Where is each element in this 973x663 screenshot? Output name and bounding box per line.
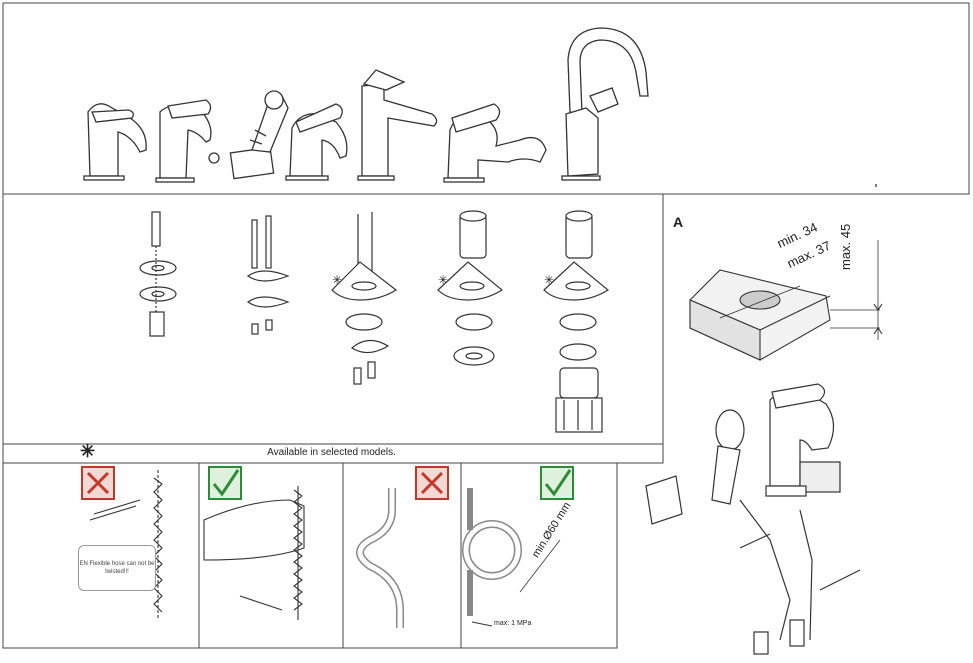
countertop-detail: [689, 240, 883, 361]
wrong-mark-twist: [81, 466, 115, 500]
parts-set-single-rod: [139, 211, 177, 337]
detail-label-a: A: [673, 214, 684, 230]
hose-panel-hand: [203, 466, 305, 620]
asterisk-marker: ✳: [80, 441, 96, 461]
faucet-pull-out: [443, 103, 547, 183]
hose-panel-bend-wrong: [356, 466, 449, 628]
dimension-max-45: max. 45: [838, 223, 853, 270]
hose-panel-bend-right: [462, 466, 574, 627]
parts-set-double-rod: [246, 215, 290, 335]
installed-faucet-drawing: [645, 383, 861, 655]
svg-text:✳: ✳: [438, 273, 448, 287]
availability-note: Available in selected models.: [267, 447, 396, 458]
faucet-bidet: [155, 99, 220, 183]
hose-panel-twist: [81, 466, 163, 620]
svg-text:✳: ✳: [332, 273, 342, 287]
pressure-label: max: 1 MPa: [494, 620, 532, 627]
parts-set-flange-rods: ✳: [331, 212, 398, 385]
parts-assemblies: ✳ ✳ ✳: [139, 210, 610, 433]
twist-warning-bubble: EN Flexible hose can not be twisted!!!: [78, 545, 156, 591]
faucet-lineup: [83, 27, 877, 187]
svg-text:✳: ✳: [544, 273, 554, 287]
frame-top-panel: [2, 2, 970, 195]
parts-set-flange-body: ✳: [437, 210, 504, 366]
faucet-basin-small: [83, 103, 147, 181]
right-mark-bend: [540, 466, 574, 500]
right-mark-hand: [208, 466, 242, 500]
faucet-hand-shower: [229, 90, 289, 180]
faucet-basin-medium: [285, 103, 348, 181]
faucet-basin-tall: [357, 69, 438, 181]
parts-set-flange-nut: ✳: [543, 210, 610, 433]
faucet-kitchen: [561, 27, 649, 181]
frame-hose-panels: [2, 462, 618, 649]
